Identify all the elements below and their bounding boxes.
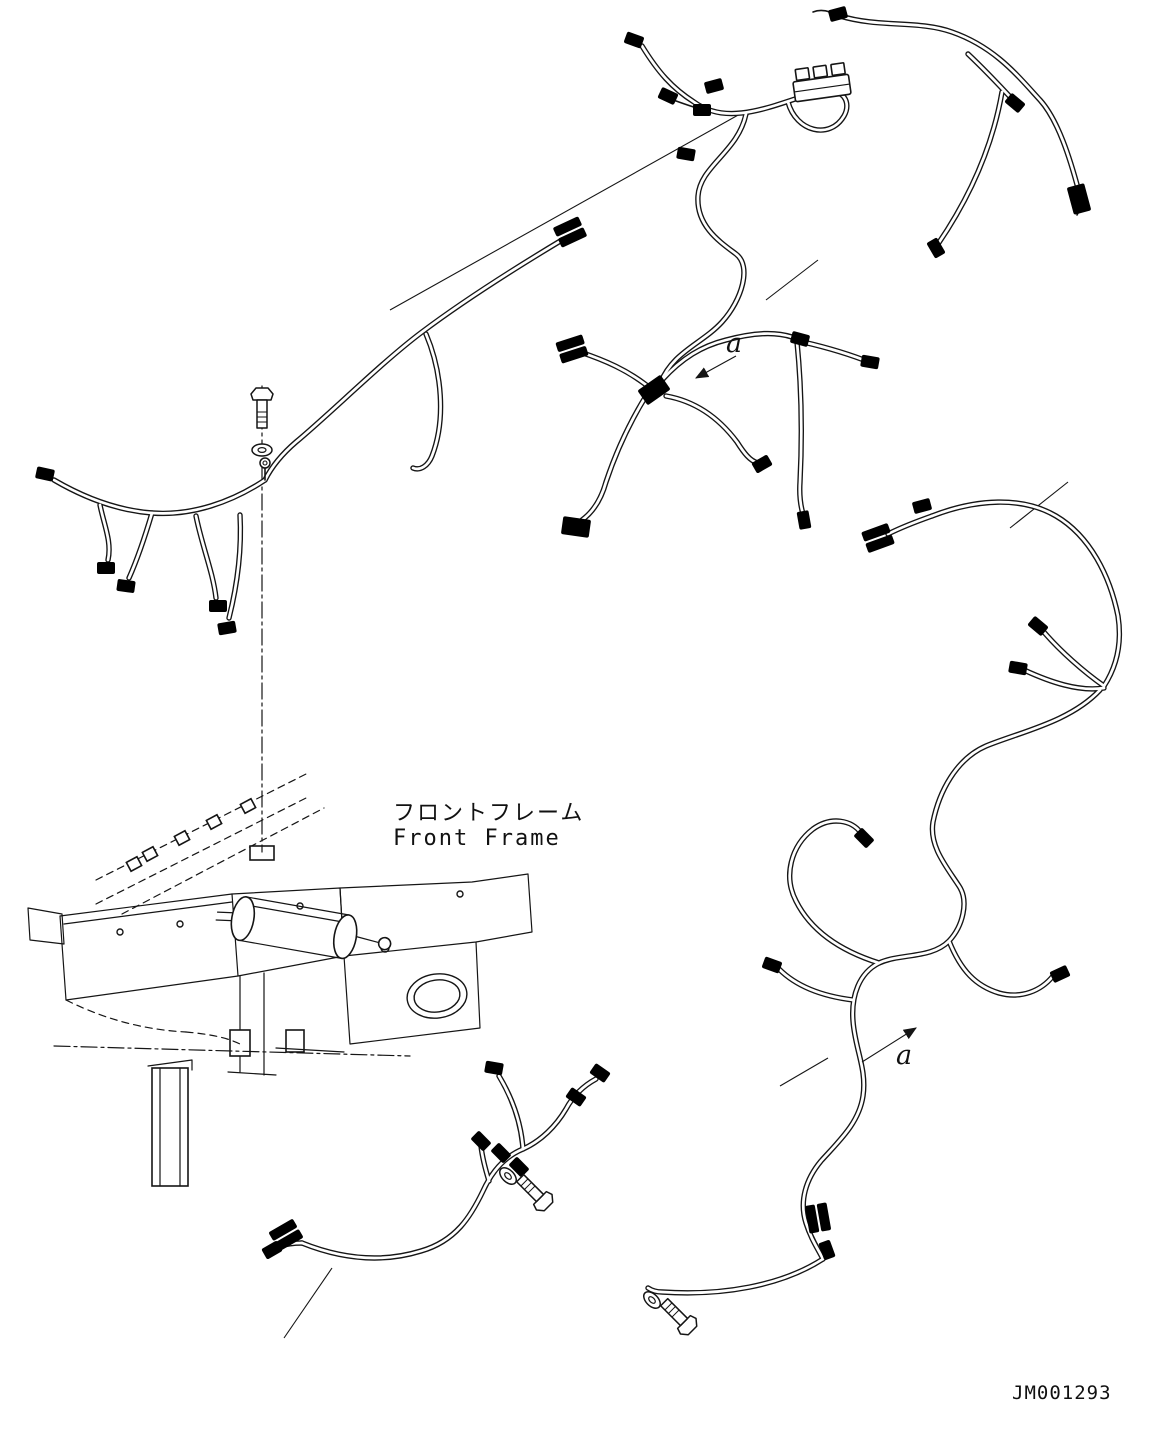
section-arrow-top (695, 355, 737, 379)
bolt-icon (250, 387, 274, 429)
bolt-icon (655, 1293, 702, 1340)
bolt-icon (511, 1169, 558, 1216)
front-frame-label-en: Front Frame (393, 826, 561, 851)
leader-lines (283, 113, 1069, 1339)
front-frame-label-jp: フロントフレーム (393, 801, 585, 826)
front-frame-drawing (27, 771, 533, 1187)
washer-icon (251, 443, 273, 457)
steering-cylinder (215, 896, 392, 960)
harness-connectors (34, 5, 1092, 1261)
section-label-a-top: a (726, 328, 743, 359)
drawing-number: JM001293 (1012, 1382, 1112, 1404)
section-label-a-bottom: a (896, 1040, 913, 1071)
section-arrow-bottom (861, 1027, 917, 1063)
pigtail-wires (264, 9, 1081, 481)
